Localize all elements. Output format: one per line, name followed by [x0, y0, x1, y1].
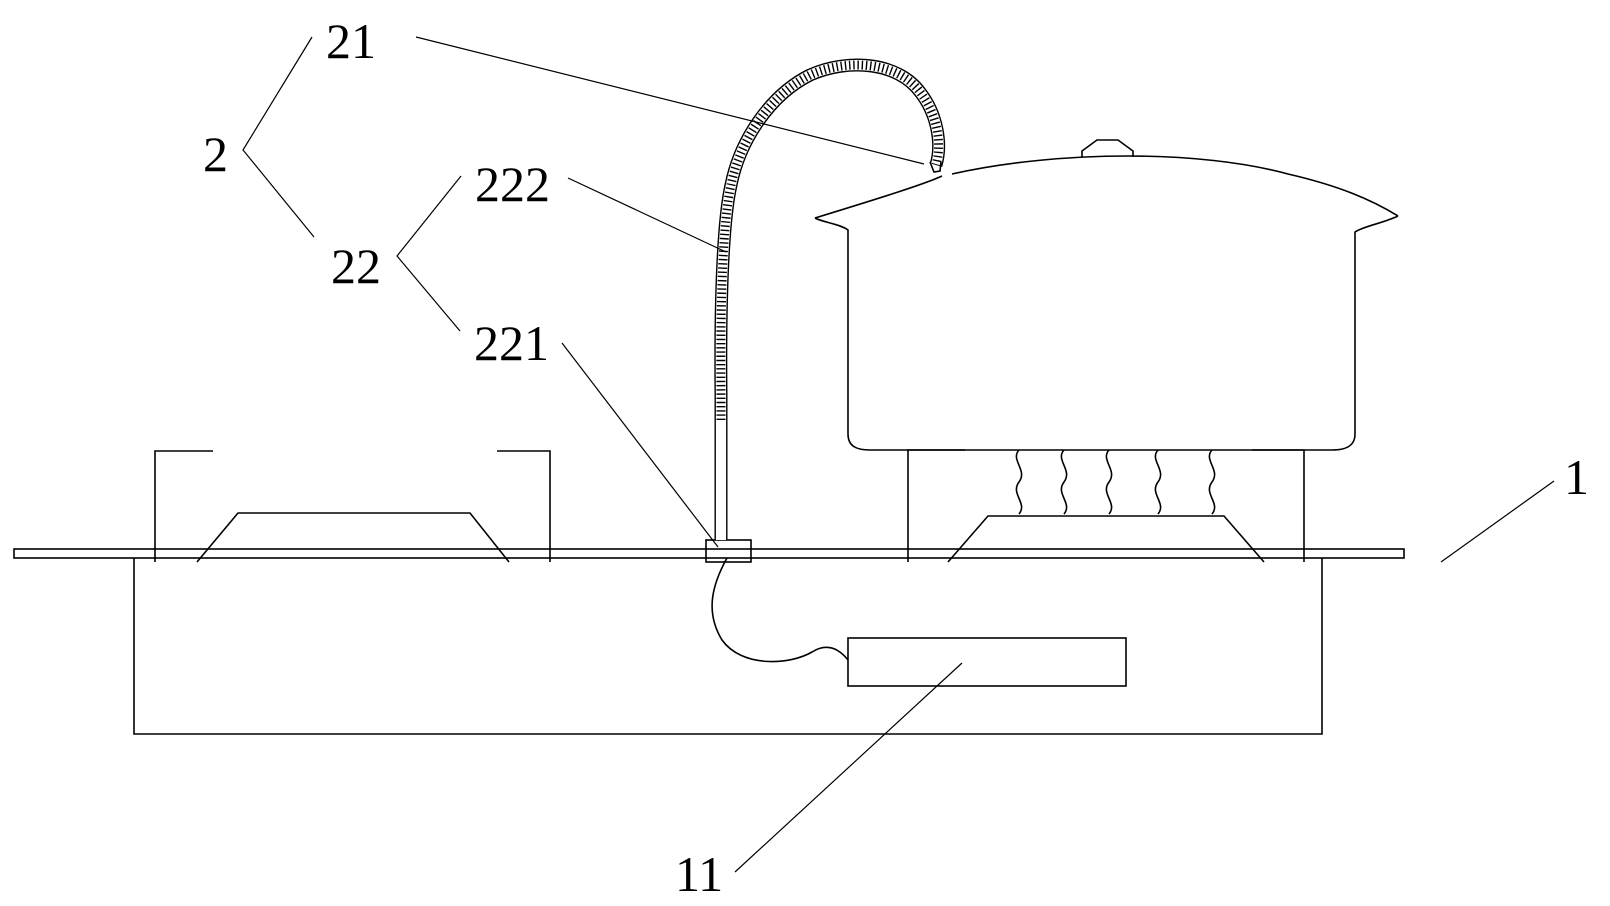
pot: [814, 139, 1399, 451]
label-21: 21: [326, 13, 376, 69]
leader-lines: [242, 36, 1555, 873]
label-2: 2: [203, 126, 228, 182]
label-22: 22: [331, 238, 381, 294]
temperature-probe: [929, 161, 942, 173]
label-222: 222: [475, 156, 550, 212]
cabinet-body: [133, 558, 1323, 735]
flames: [1015, 449, 1216, 515]
sensor-base: [705, 539, 752, 563]
left-burner: [154, 450, 551, 563]
connecting-cable: [711, 557, 849, 663]
countertop-panel: [13, 548, 1405, 559]
label-11: 11: [675, 846, 723, 902]
control-box: [847, 637, 1127, 687]
right-burner: [907, 449, 1305, 563]
flexible-arm: [714, 58, 946, 540]
label-221: 221: [474, 315, 549, 371]
label-1: 1: [1564, 449, 1589, 505]
